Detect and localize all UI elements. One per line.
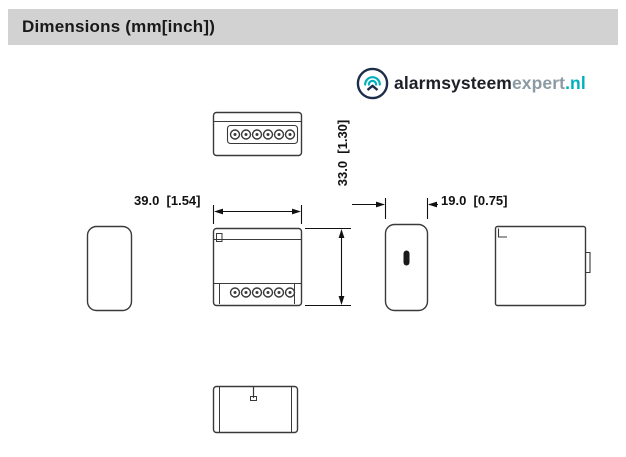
brand-name-tld: .nl — [565, 72, 586, 93]
right-side-view — [384, 223, 429, 312]
mount-clip — [585, 251, 591, 274]
left-side-view — [86, 225, 133, 312]
front-view — [212, 227, 303, 307]
terminal-screws-front — [229, 287, 296, 298]
width-dimension-label: 39.0 [1.54] — [134, 193, 201, 208]
bottom-view — [212, 385, 299, 434]
brand-name-dark: alarmsysteem — [394, 72, 512, 93]
button-slot — [403, 250, 410, 266]
brand-name-light: expert — [511, 72, 566, 93]
depth-dimension — [352, 198, 438, 219]
page-title: Dimensions (mm[inch]) — [22, 17, 216, 36]
section-header: Dimensions (mm[inch]) — [8, 9, 618, 45]
wifi-signal-icon — [356, 67, 389, 99]
corner-notch — [497, 228, 507, 238]
height-dimension-label: 33.0 [1.30] — [335, 119, 350, 187]
top-view — [212, 111, 303, 157]
width-dimension — [212, 205, 303, 224]
depth-dimension-label: 19.0 [0.75] — [441, 193, 508, 208]
clip-tab — [250, 387, 257, 401]
height-dimension — [305, 227, 351, 307]
terminal-screws-top — [229, 129, 296, 140]
back-view — [494, 225, 591, 307]
